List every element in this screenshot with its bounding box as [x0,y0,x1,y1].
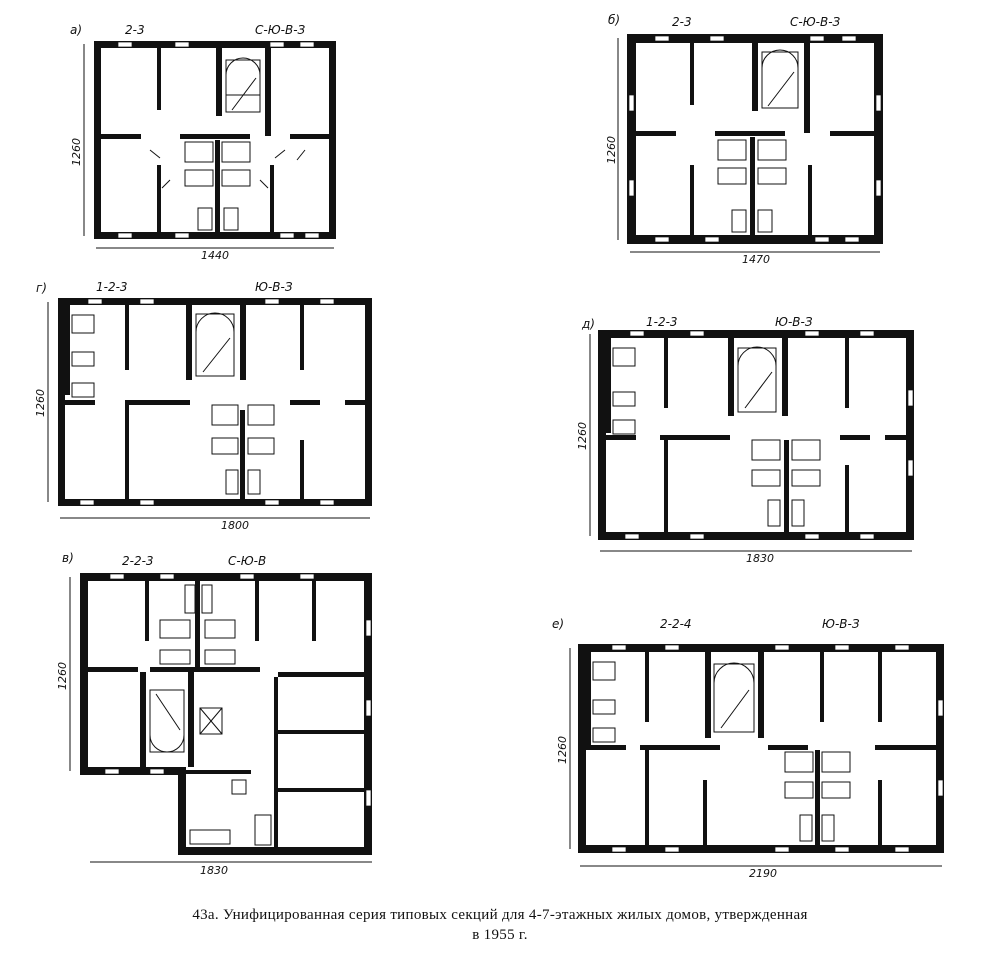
plan-c: г) 1-2-3 Ю-В-З 1260 1800 [34,280,372,532]
plan-f: е) 2-2-4 Ю-В-З 126 [552,617,944,880]
plan-b-letter: б) [608,13,620,27]
plan-b-orientation: С-Ю-В-З [790,15,841,29]
plan-d-letter: д) [581,317,595,331]
plan-d-width-dim: 1830 [746,552,774,565]
caption-line-2: в 1955 г. [472,927,528,943]
plan-e: в) 2-2-3 С-Ю-В [56,551,372,877]
plan-c-code: 1-2-3 [96,280,128,294]
plan-f-letter: е) [552,617,564,631]
plan-a-height-dim: 1260 [70,138,83,166]
figure-caption: 43а. Унифицированная серия типовых секци… [0,905,1000,945]
plan-d-code: 1-2-3 [646,315,678,329]
plan-f-orientation: Ю-В-З [822,617,860,631]
plan-f-width-dim: 2190 [749,867,777,880]
plan-c-orientation: Ю-В-З [255,280,293,294]
plan-f-code: 2-2-4 [660,617,692,631]
plan-a-width-dim: 1440 [201,249,229,262]
plan-e-code: 2-2-3 [122,554,154,568]
plan-d-height-dim: 1260 [576,422,589,450]
plan-a-letter: а) [70,23,82,37]
plan-e-height-dim: 1260 [56,662,69,690]
plan-d-orientation: Ю-В-З [775,315,813,329]
plan-f-height-dim: 1260 [556,736,569,764]
plan-b-code: 2-3 [672,15,692,29]
plan-b-width-dim: 1470 [742,253,770,266]
plan-e-orientation: С-Ю-В [228,554,266,568]
plan-a-code: 2-3 [125,23,145,37]
plan-c-height-dim: 1260 [34,389,47,417]
plan-a-orientation: С-Ю-В-З [255,23,306,37]
plan-a: а) 2-3 С-Ю-В-З 1260 [70,23,336,262]
plan-e-letter: в) [62,551,74,565]
plan-e-width-dim: 1830 [200,864,228,877]
plan-c-width-dim: 1800 [221,519,249,532]
plan-c-letter: г) [36,281,47,295]
plan-b: б) 2-3 С-Ю-В-З 1260 1470 [605,13,883,266]
plan-d: д) 1-2-3 Ю-В-З 1260 1830 [576,315,914,565]
caption-line-1: 43а. Унифицированная серия типовых секци… [192,907,808,923]
plan-b-height-dim: 1260 [605,136,618,164]
